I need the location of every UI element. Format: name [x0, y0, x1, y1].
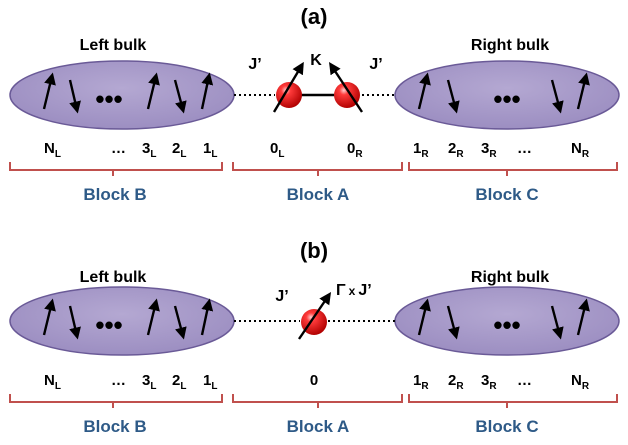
site-label-0l: 0L	[270, 140, 284, 160]
left-bulk-title: Left bulk	[80, 37, 147, 54]
block-b-label: Block B	[83, 185, 146, 204]
site-label-1l: 1L	[203, 140, 217, 160]
spin-down-arrow-icon	[550, 305, 564, 340]
spin-down-arrow-icon	[446, 305, 460, 340]
right-site-labels: 1R 2R 3R … NR	[413, 140, 590, 160]
block-brackets	[9, 394, 618, 408]
right-site-labels: 1R 2R 3R … NR	[413, 372, 590, 392]
spin-down-arrow-icon	[173, 79, 187, 114]
bracket-block-a	[232, 162, 403, 176]
spin-up-arrow-icon	[146, 298, 160, 336]
bracket-block-c	[408, 394, 618, 408]
panel-a: (a) Left bulk Right bulk ••• ••• J’ J’ K	[9, 4, 620, 204]
site-label-nl: NL	[44, 372, 61, 392]
spin-up-arrow-icon	[417, 298, 431, 336]
site-label-2r: 2R	[448, 372, 464, 392]
spin-site-0r	[334, 82, 360, 108]
spin-up-arrow-icon	[576, 298, 590, 336]
site-label-ellipsis: …	[111, 372, 126, 389]
block-a-label: Block A	[287, 185, 350, 204]
left-bulk-title: Left bulk	[80, 269, 147, 286]
left-bulk-spins	[42, 72, 214, 114]
spin-up-arrow-icon	[200, 72, 214, 110]
spin-up-arrow-icon	[146, 72, 160, 110]
spin-up-arrow-icon	[42, 298, 56, 336]
left-bulk-dots: •••	[95, 310, 122, 340]
spin-up-arrow-icon	[417, 72, 431, 110]
panel-b-label: (b)	[300, 238, 328, 263]
site-label-ellipsis: …	[517, 372, 532, 389]
block-a-label: Block A	[287, 417, 350, 436]
spin-down-arrow-icon	[68, 305, 81, 340]
site-label-ellipsis: …	[111, 140, 126, 157]
site-label-2l: 2L	[172, 140, 186, 160]
spin-down-arrow-icon	[68, 79, 81, 114]
spin-tilt-arrow-icon	[272, 61, 304, 113]
block-c-label: Block C	[475, 185, 538, 204]
site-label-0: 0	[310, 372, 318, 389]
spin-site-0l	[276, 82, 302, 108]
site-label-ellipsis: …	[517, 140, 532, 157]
center-site-labels: 0L 0R	[270, 140, 363, 160]
block-c-label: Block C	[475, 417, 538, 436]
block-b-label: Block B	[83, 417, 146, 436]
right-bulk-dots: •••	[493, 310, 520, 340]
coupling-right-label: J’	[369, 56, 382, 73]
site-label-3l: 3L	[142, 140, 156, 160]
site-label-3r: 3R	[481, 372, 497, 392]
spin-down-arrow-icon	[173, 305, 187, 340]
site-label-3l: 3L	[142, 372, 156, 392]
right-bulk-spins	[417, 72, 590, 114]
spin-up-arrow-icon	[42, 72, 56, 110]
site-label-1l: 1L	[203, 372, 217, 392]
site-label-3r: 3R	[481, 140, 497, 160]
left-bulk-dots: •••	[95, 84, 122, 114]
center-coupling-label: K	[310, 52, 322, 69]
site-label-nr: NR	[571, 140, 590, 160]
right-bulk-title: Right bulk	[471, 37, 549, 54]
site-label-2l: 2L	[172, 372, 186, 392]
site-label-0r: 0R	[347, 140, 363, 160]
right-bulk-spins	[417, 298, 590, 340]
site-label-1r: 1R	[413, 372, 429, 392]
spin-up-arrow-icon	[576, 72, 590, 110]
bracket-block-c	[408, 162, 618, 176]
right-bulk-title: Right bulk	[471, 269, 549, 286]
spin-tilt-arrow-icon	[298, 292, 332, 340]
left-site-labels: NL … 3L 2L 1L	[44, 140, 217, 160]
left-site-labels: NL … 3L 2L 1L	[44, 372, 217, 392]
site-label-2r: 2R	[448, 140, 464, 160]
bracket-block-a	[232, 394, 403, 408]
block-brackets	[9, 162, 618, 176]
site-label-nl: NL	[44, 140, 61, 160]
site-label-1r: 1R	[413, 140, 429, 160]
coupling-left-label: J’	[248, 56, 261, 73]
spin-down-arrow-icon	[550, 79, 564, 114]
panel-a-label: (a)	[301, 4, 328, 29]
spin-down-arrow-icon	[446, 79, 460, 114]
bracket-block-b	[9, 162, 223, 176]
left-bulk-spins	[42, 298, 214, 340]
spin-tilt-arrow-icon	[329, 61, 364, 113]
site-label-nr: NR	[571, 372, 590, 392]
right-bulk-dots: •••	[493, 84, 520, 114]
bracket-block-b	[9, 394, 223, 408]
spin-up-arrow-icon	[200, 298, 214, 336]
coupling-left-label: J’	[275, 288, 288, 305]
